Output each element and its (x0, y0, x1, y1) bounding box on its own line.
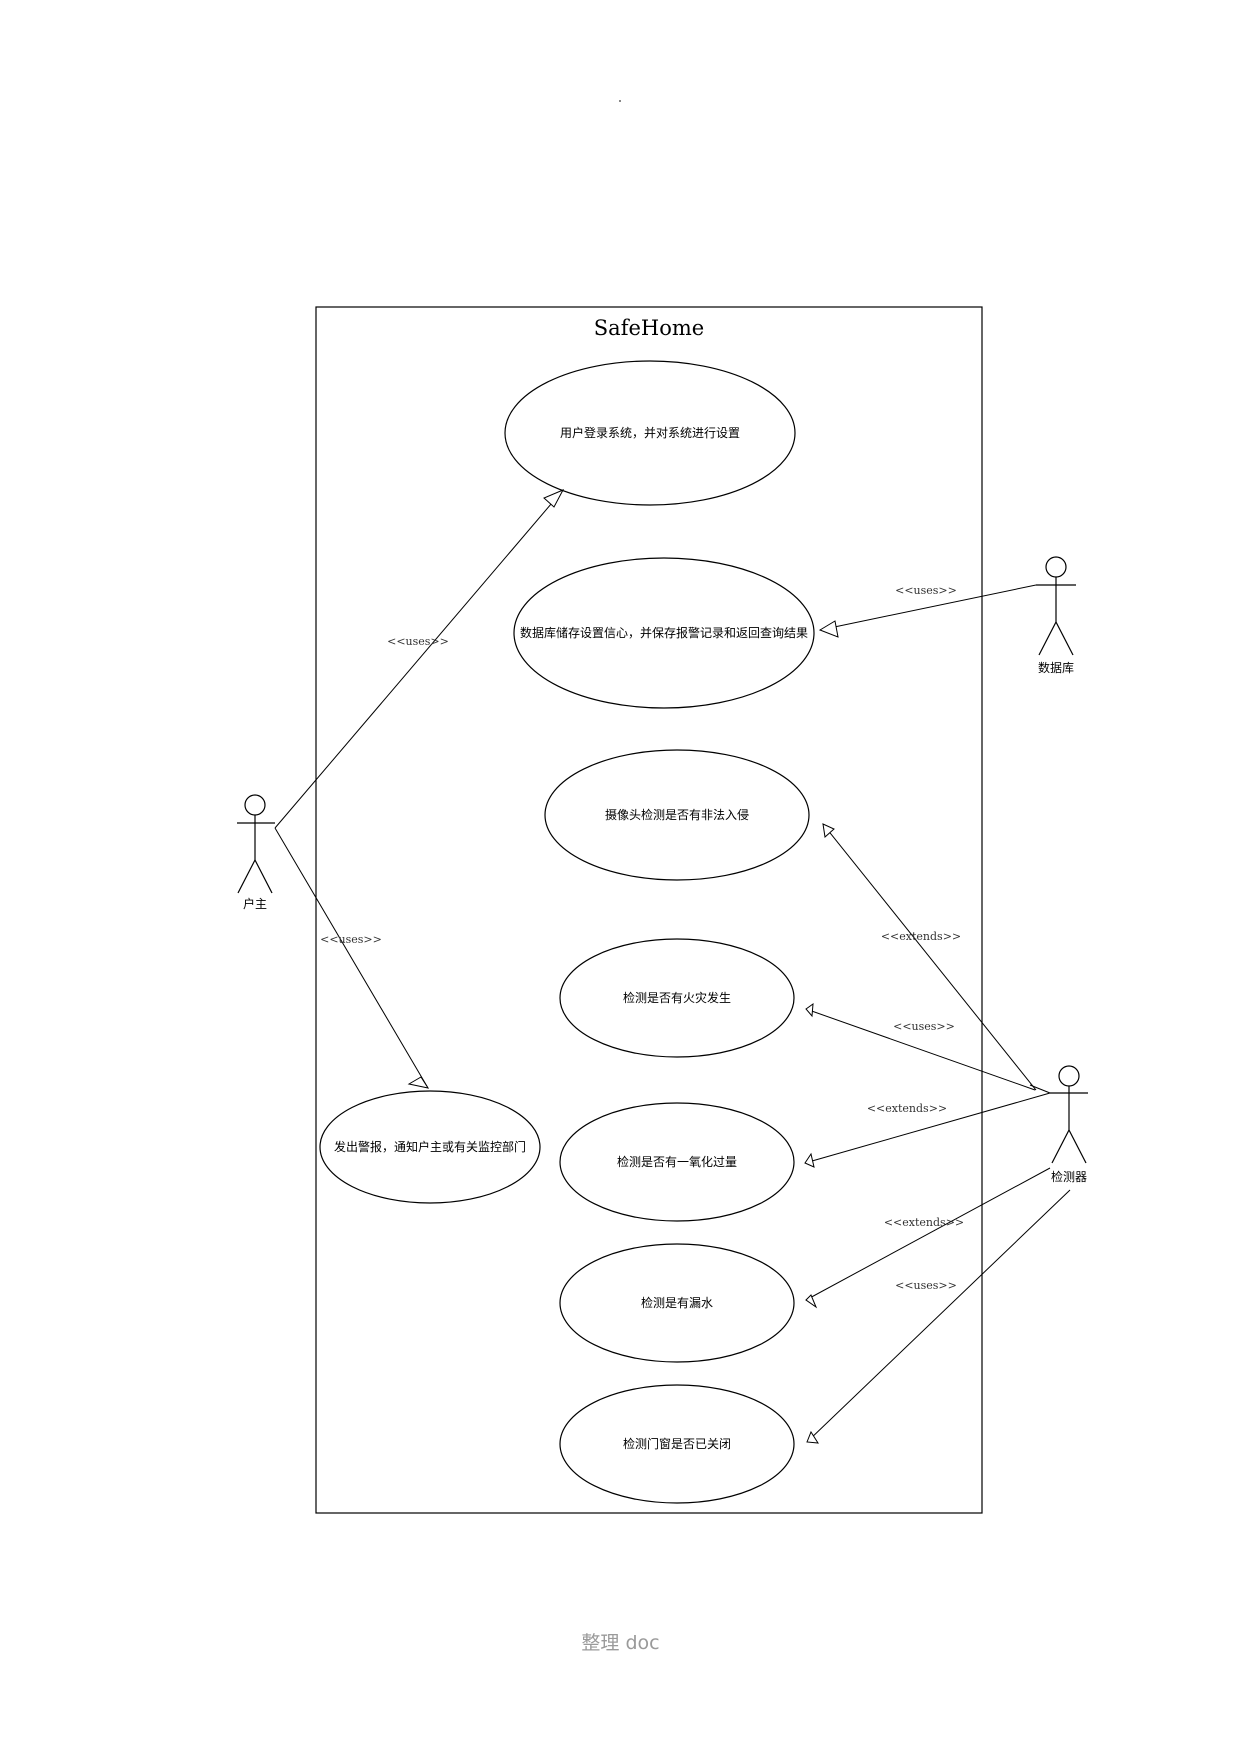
system-boundary (315, 306, 983, 1514)
arrowhead-database (818, 620, 839, 638)
actor-owner-label: 户主 (243, 896, 267, 911)
usecase-water-ellipse (559, 1243, 795, 1363)
label-owner-alarm: <<uses>> (320, 933, 382, 946)
system-title: SafeHome (594, 316, 704, 340)
arrowhead-camera (822, 823, 835, 838)
label-detector-water: <<extends>> (884, 1216, 964, 1229)
detector-door-line (806, 1189, 1071, 1443)
label-detector-camera: <<extends>> (881, 930, 961, 943)
owner-alarm-line (274, 827, 429, 1089)
usecase-alarm: 发出警报，通知户主或有关监控部门 (334, 1139, 526, 1154)
detector-water-line (805, 1167, 1051, 1301)
page-dot (619, 100, 621, 102)
usecase-co: 检测是否有一氧化过量 (617, 1154, 737, 1169)
actor-detector-label: 检测器 (1051, 1169, 1087, 1184)
usecase-fire-ellipse (559, 938, 795, 1058)
label-detector-fire: <<uses>> (893, 1020, 955, 1033)
usecase-alarm-ellipse (319, 1090, 541, 1204)
actor-database-figure (1036, 556, 1076, 656)
label-owner-login: <<uses>> (387, 635, 449, 648)
arrowhead-co (804, 1152, 815, 1168)
database-store-line (819, 584, 1037, 631)
arrowhead-alarm (407, 1076, 430, 1089)
usecase-door: 检测门窗是否已关闭 (623, 1436, 731, 1451)
arrowhead-login (543, 488, 565, 508)
page-footer: 整理 doc (581, 1632, 660, 1654)
usecase-door-ellipse (559, 1384, 795, 1504)
detector-fire-line (805, 1008, 1036, 1091)
usecase-login-ellipse (504, 360, 796, 506)
arrowhead-door (806, 1430, 819, 1444)
actor-database-label: 数据库 (1038, 660, 1074, 675)
usecase-camera: 摄像头检测是否有非法入侵 (605, 807, 749, 822)
label-detector-co: <<extends>> (867, 1102, 947, 1115)
detector-camera-line (822, 823, 1037, 1091)
usecase-co-ellipse (559, 1102, 795, 1222)
usecase-login: 用户登录系统，并对系统进行设置 (560, 425, 740, 440)
arrowhead-water (805, 1294, 818, 1309)
label-detector-door: <<uses>> (895, 1279, 957, 1292)
detector-hook-line (1029, 1084, 1051, 1094)
usecase-water: 检测是有漏水 (641, 1295, 713, 1310)
usecase-camera-ellipse (544, 749, 810, 881)
usecase-database: 数据库储存设置信心，并保存报警记录和返回查询结果 (520, 625, 808, 640)
actor-owner-figure (237, 794, 275, 894)
usecase-fire: 检测是否有火灾发生 (623, 990, 731, 1005)
owner-login-line (274, 489, 564, 829)
detector-co-line (804, 1092, 1051, 1164)
label-database-store: <<uses>> (895, 584, 957, 597)
usecase-database-ellipse (513, 557, 815, 709)
actor-detector-figure (1050, 1065, 1088, 1164)
arrowhead-fire (805, 1002, 814, 1018)
